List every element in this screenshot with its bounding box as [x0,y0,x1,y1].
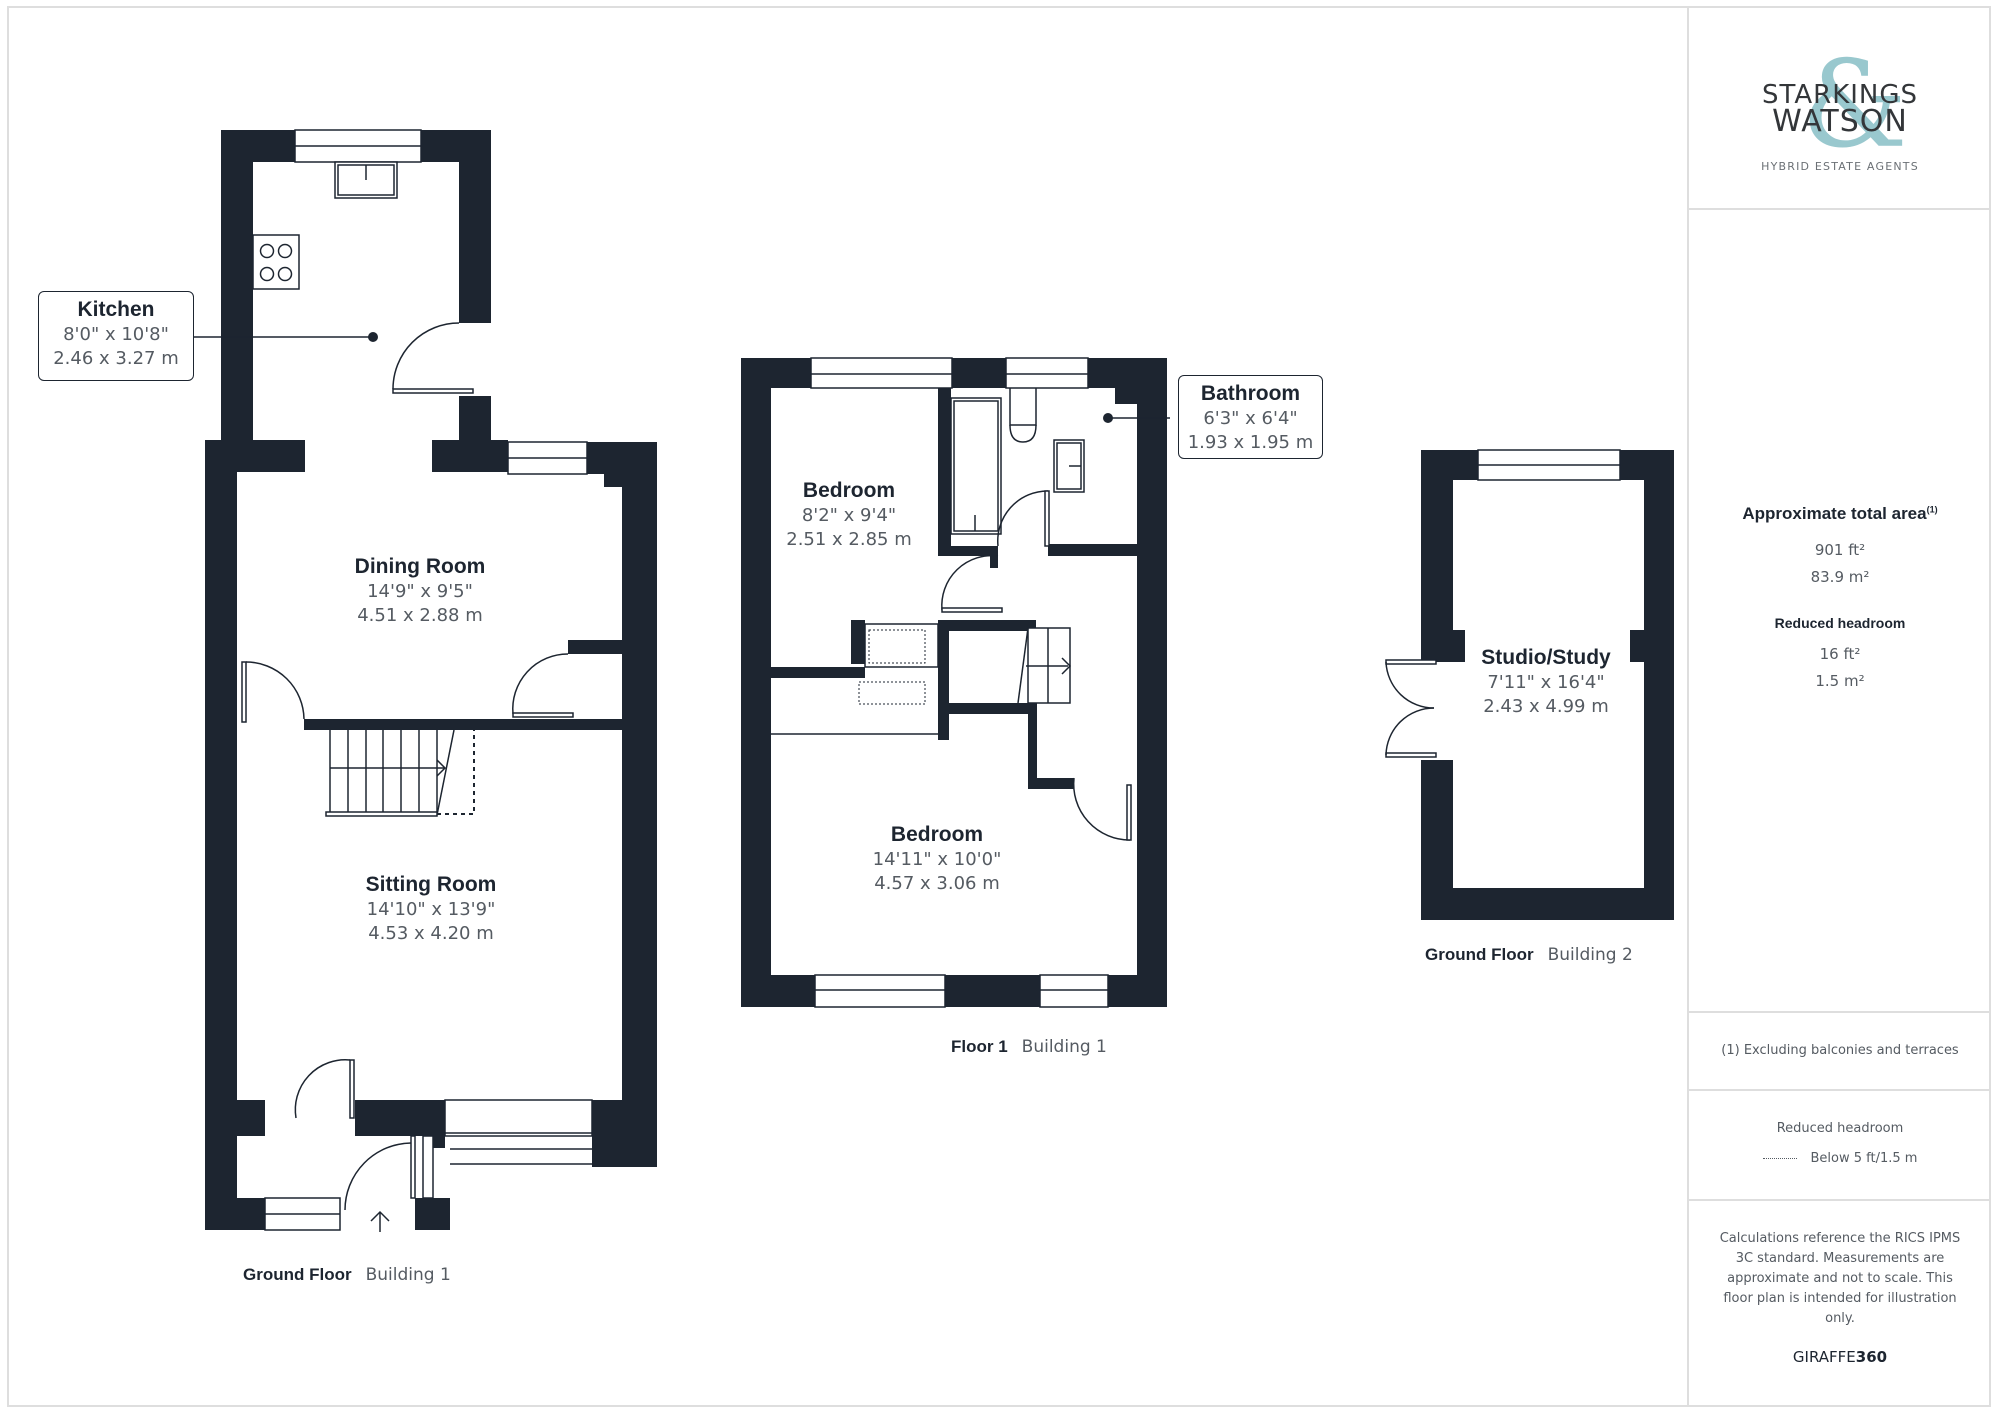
building-name: Building 2 [1547,945,1633,965]
room-imperial: 14'10" x 13'9" [366,899,496,920]
brand-name-line2: WATSON [1772,104,1908,139]
room-imperial: 6'3" x 6'4" [1203,408,1298,429]
ground-floor-stairs [325,729,475,817]
room-imperial: 14'9" x 9'5" [367,581,473,602]
area-title-text: Approximate total area [1742,504,1927,523]
reduced-m: 1.5 m² [1815,672,1865,690]
room-name: Kitchen [77,298,155,321]
room-metric: 2.43 x 4.99 m [1483,696,1609,717]
room-name: Sitting Room [365,873,497,896]
floor-label-ground-b1: Ground Floor Building 1 [243,1265,451,1285]
floor-name: Floor 1 [951,1037,1008,1056]
legend-item: Below 5 ft/1.5 m [1689,1151,1991,1166]
floor-1-walls [741,358,1167,1007]
brand-name-line1: STARKINGS [1761,80,1919,110]
floor-name: Ground Floor [1425,945,1534,964]
building-2-fixtures [1385,449,1621,758]
building-name: Building 1 [1021,1037,1107,1057]
room-metric: 2.46 x 3.27 m [53,348,179,369]
room-imperial: 8'0" x 10'8" [63,324,169,345]
bathroom-callout: Bathroom 6'3" x 6'4" 1.93 x 1.95 m [1178,375,1323,459]
room-label-sitting: Sitting Room 14'10" x 13'9" 4.53 x 4.20 … [366,872,497,946]
provider-logo: GIRAFFE360 [1689,1348,1991,1366]
building-2-walls [1421,450,1674,920]
ground-floor-building-1-walls [205,130,657,1230]
area-m: 83.9 m² [1810,568,1870,586]
room-imperial: 8'2" x 9'4" [801,505,897,526]
legend-label: Below 5 ft/1.5 m [1810,1151,1918,1166]
info-panel [1687,6,1991,1407]
kitchen-callout: Kitchen 8'0" x 10'8" 2.46 x 3.27 m [38,291,194,381]
panel-divider [1689,1089,1991,1091]
brand-logo: & STARKINGS WATSON HYBRID ESTATE AGENTS [1689,8,1991,208]
room-metric: 1.93 x 1.95 m [1187,432,1314,453]
floor-1-fixtures [771,357,1170,1008]
room-label-bedroom-1: Bedroom 8'2" x 9'4" 2.51 x 2.85 m [786,478,912,552]
room-name: Studio/Study [1481,646,1611,669]
floor-label-floor-1: Floor 1 Building 1 [951,1037,1107,1057]
legend-title: Reduced headroom [1776,1121,1904,1136]
area-title: Approximate total area(1) [1689,504,1991,524]
room-name: Dining Room [354,555,486,578]
room-metric: 2.51 x 2.85 m [786,529,912,550]
provider-light: GIRAFFE [1792,1348,1856,1366]
footnote-mark: (1) [1926,504,1938,515]
reduced-ft: 16 ft² [1819,645,1861,663]
room-label-studio: Studio/Study 7'11" x 16'4" 2.43 x 4.99 m [1481,645,1611,719]
brand-tagline: HYBRID ESTATE AGENTS [1761,160,1919,173]
room-imperial: 14'11" x 10'0" [872,849,1002,870]
disclaimer: Calculations reference the RICS IPMS 3C … [1719,1231,1961,1326]
room-metric: 4.57 x 3.06 m [874,873,1000,894]
room-metric: 4.51 x 2.88 m [357,605,483,626]
room-imperial: 7'11" x 16'4" [1487,672,1605,693]
room-name: Bedroom [890,823,984,846]
floor-name: Ground Floor [243,1265,352,1284]
dotted-line-icon [1762,1158,1797,1159]
area-ft: 901 ft² [1814,541,1866,559]
room-name: Bathroom [1200,382,1301,405]
ground-floor-building-1-fixtures [193,129,593,1232]
floor-label-ground-b2: Ground Floor Building 2 [1425,945,1633,965]
panel-divider [1689,208,1991,210]
provider-bold: 360 [1855,1348,1888,1366]
room-label-bedroom-2: Bedroom 14'11" x 10'0" 4.57 x 3.06 m [873,822,1002,896]
building-name: Building 1 [365,1265,451,1285]
ampersand-mark: & [1801,36,1908,175]
panel-divider [1689,1011,1991,1013]
room-label-dining: Dining Room 14'9" x 9'5" 4.51 x 2.88 m [355,554,486,628]
page-frame [7,6,1991,1407]
panel-divider [1689,1199,1991,1201]
footnote: (1) Excluding balconies and terraces [1721,1043,1959,1058]
reduced-headroom-title: Reduced headroom [1774,615,1906,631]
room-metric: 4.53 x 4.20 m [368,923,494,944]
room-name: Bedroom [802,479,896,502]
